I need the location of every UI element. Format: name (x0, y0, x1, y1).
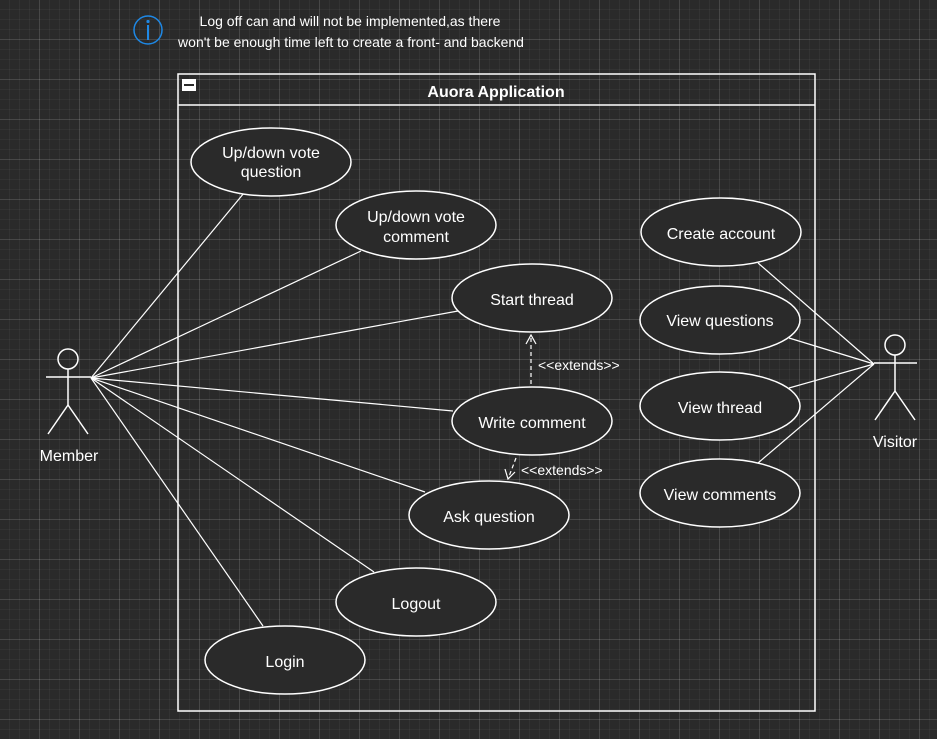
use-case-login[interactable]: Login (204, 625, 366, 695)
use-case-label: Login (265, 654, 304, 671)
extend-write-to-start[interactable]: <<extends>> (525, 333, 620, 384)
note-line-1: Log off can and will not be implemented,… (200, 13, 501, 29)
actor-visitor-label: Visitor (873, 434, 918, 451)
use-case-updown-question[interactable]: Up/down vote question (190, 127, 352, 197)
use-case-label: comment (383, 229, 449, 246)
extend-write-to-ask[interactable]: <<extends>> (504, 457, 603, 481)
use-case-label: View questions (666, 313, 773, 330)
visitor-associations (757, 262, 875, 464)
system-boundary[interactable]: Auora Application (177, 73, 816, 712)
assoc-member-updown-question[interactable] (90, 192, 245, 379)
use-case-label: Create account (667, 226, 776, 243)
use-case-label: Logout (392, 596, 441, 613)
actor-visitor[interactable] (874, 334, 917, 421)
stick-figure-icon (46, 348, 91, 435)
note-line-2: won't be enough time left to create a fr… (177, 34, 524, 50)
assoc-member-ask-question[interactable] (90, 377, 426, 493)
use-case-label: Start thread (490, 292, 574, 309)
use-case-view-thread[interactable]: View thread (639, 371, 801, 441)
actor-member-label: Member (40, 448, 99, 465)
use-case-label: question (241, 164, 302, 181)
info-icon (133, 15, 163, 45)
use-case-label: Write comment (478, 415, 586, 432)
use-case-updown-comment[interactable]: Up/down vote comment (335, 190, 497, 260)
collapse-icon[interactable] (182, 79, 196, 91)
info-note[interactable]: Log off can and will not be implemented,… (133, 13, 524, 50)
use-case-view-comments[interactable]: View comments (639, 458, 801, 528)
use-case-label: Ask question (443, 509, 535, 526)
use-case-label: Up/down vote (222, 145, 320, 162)
use-case-label: Up/down vote (367, 209, 465, 226)
actor-member[interactable] (46, 348, 91, 435)
use-case-label: View thread (678, 400, 762, 417)
use-case-ask-question[interactable]: Ask question (408, 480, 570, 550)
use-case-write-comment[interactable]: Write comment (451, 386, 613, 456)
assoc-visitor-create-account[interactable] (757, 262, 875, 365)
use-case-logout[interactable]: Logout (335, 567, 497, 637)
assoc-visitor-view-thread[interactable] (788, 363, 875, 389)
assoc-member-logout[interactable] (90, 377, 375, 573)
assoc-member-updown-comment[interactable] (90, 250, 362, 379)
use-case-label: View comments (664, 487, 777, 504)
assoc-visitor-view-questions[interactable] (788, 337, 875, 365)
member-associations (90, 192, 459, 627)
assoc-member-start-thread[interactable] (90, 310, 459, 379)
assoc-visitor-view-comments[interactable] (757, 363, 875, 464)
stick-figure-icon (874, 334, 917, 421)
use-case-start-thread[interactable]: Start thread (451, 263, 613, 333)
assoc-member-write-comment[interactable] (90, 377, 454, 412)
extend-label-start: <<extends>> (538, 357, 620, 373)
extend-label-ask: <<extends>> (521, 462, 603, 478)
system-title: Auora Application (427, 84, 564, 101)
use-case-view-questions[interactable]: View questions (639, 285, 801, 355)
use-case-create-account[interactable]: Create account (640, 197, 802, 267)
assoc-member-login[interactable] (90, 377, 264, 627)
